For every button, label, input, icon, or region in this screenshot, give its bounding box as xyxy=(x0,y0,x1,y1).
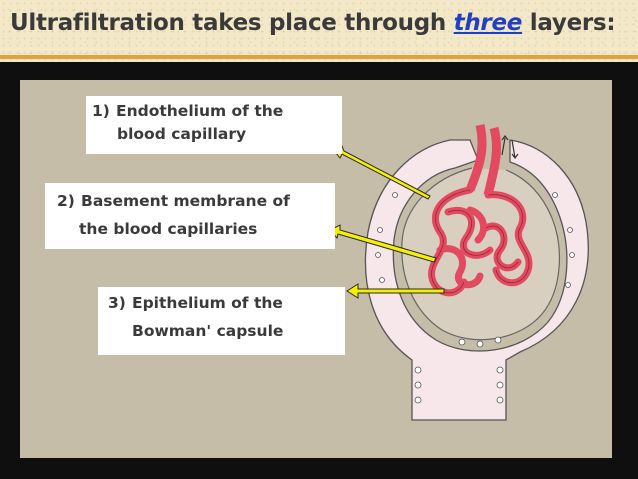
arrow-epithelium xyxy=(346,283,445,299)
label-2-number: 2) xyxy=(57,192,75,210)
label-3-number: 3) xyxy=(108,294,126,312)
label-1-line1: Endothelium of the xyxy=(116,102,284,120)
afferent-efferent-vessels xyxy=(465,123,501,197)
label-basement-membrane: 2) Basement membrane of the blood capill… xyxy=(45,183,335,249)
label-3-line1: Epithelium of the xyxy=(132,294,283,312)
label-1-line2: blood capillary xyxy=(117,125,247,143)
flow-arrows xyxy=(501,135,519,159)
capsule-cells xyxy=(375,192,575,404)
label-1-number: 1) xyxy=(92,102,110,120)
slide-title: Ultrafiltration takes place through thre… xyxy=(10,10,616,36)
title-emphasis: three xyxy=(453,10,523,36)
title-divider xyxy=(0,55,638,59)
pointer-arrows xyxy=(329,145,445,299)
label-2-line2: the blood capillaries xyxy=(79,220,258,238)
label-epithelium: 3) Epithelium of the Bowman' capsule xyxy=(98,287,345,355)
title-end: layers: xyxy=(529,10,616,36)
label-2-line1: Basement membrane of xyxy=(81,192,290,210)
title-text: Ultrafiltration takes place through xyxy=(10,10,446,36)
label-endothelium: 1) Endothelium of the blood capillary xyxy=(86,96,342,154)
label-3-line2: Bowman' capsule xyxy=(132,322,284,340)
